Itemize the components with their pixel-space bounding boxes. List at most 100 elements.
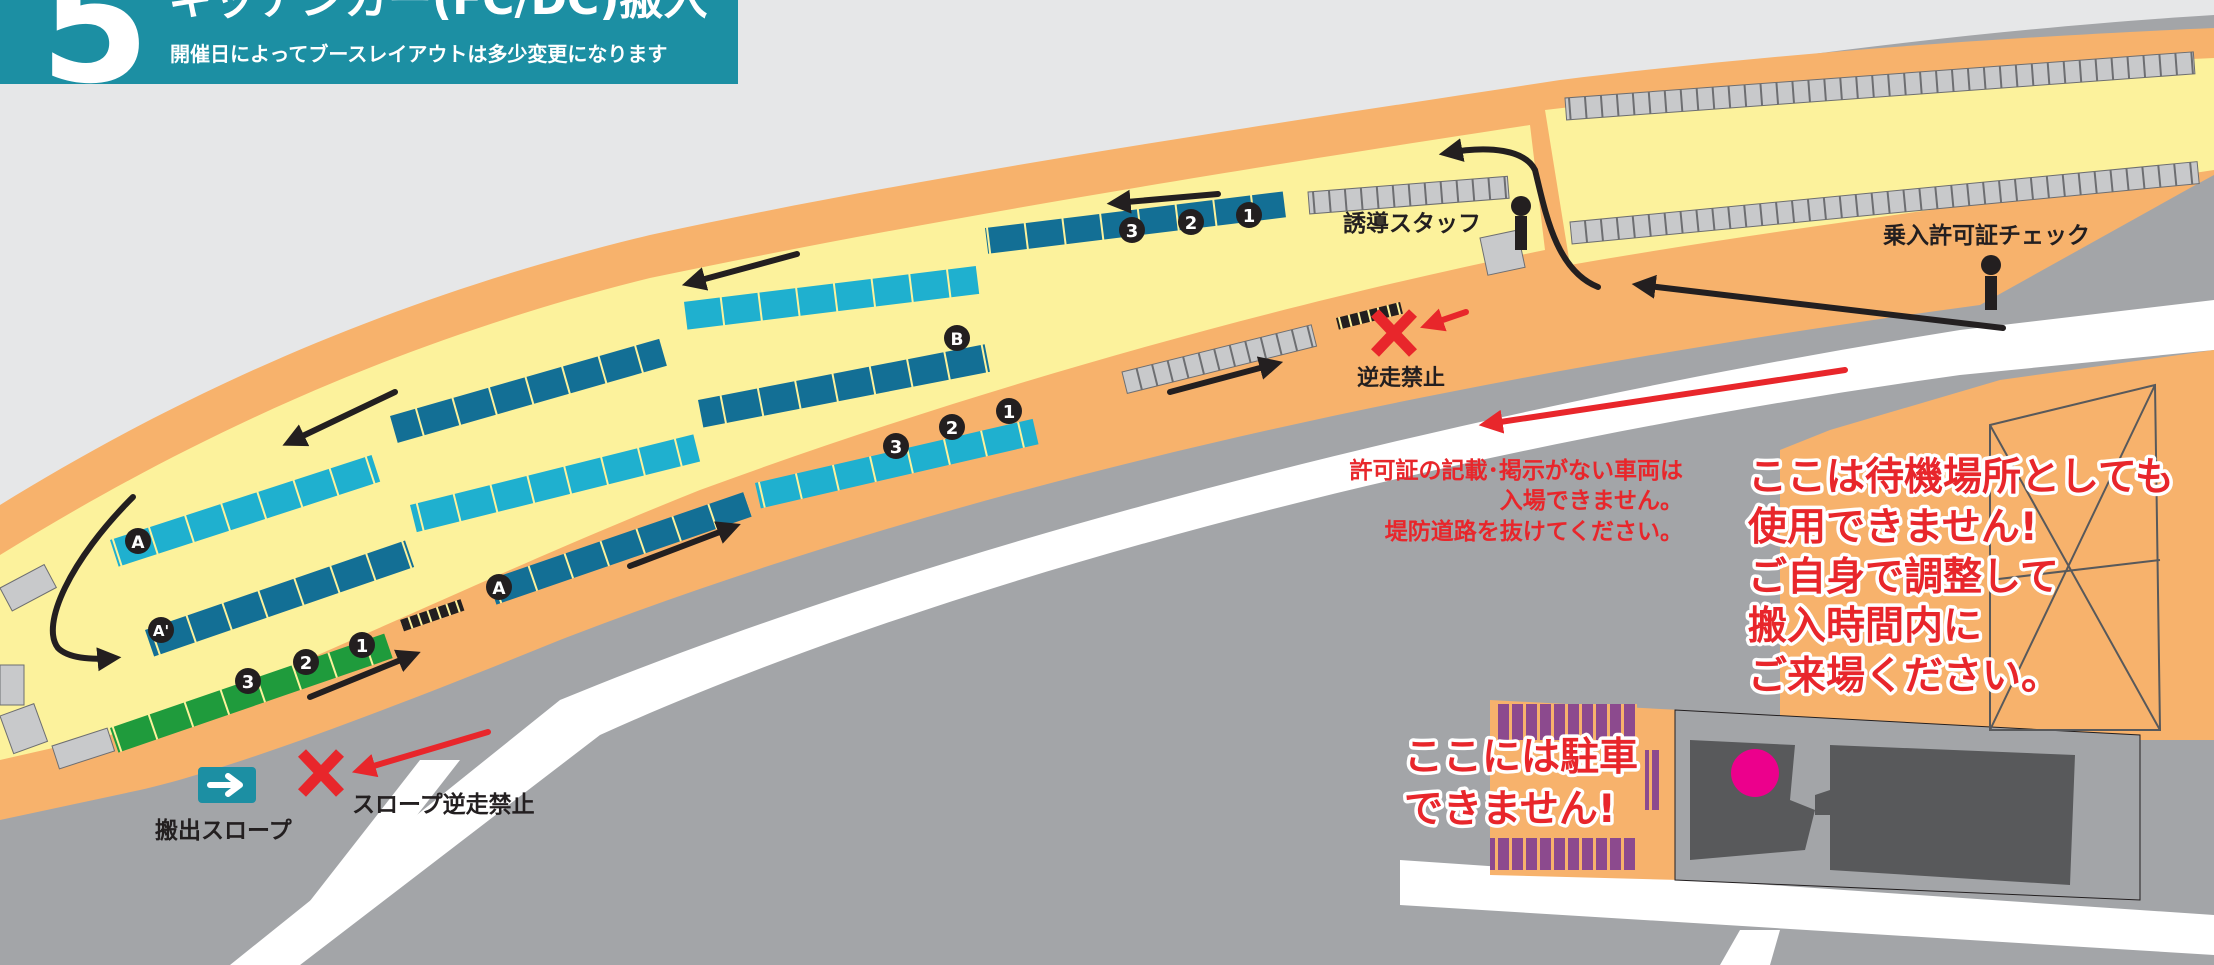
- staff-pin-permit: [1981, 255, 2001, 310]
- header-banner: 5 キッチンカー(FC/DC)搬入 開催日によってブースレイアウトは多少変更にな…: [0, 0, 738, 84]
- svg-text:2: 2: [300, 653, 313, 674]
- booth-row-mid-center: [410, 434, 701, 533]
- wrong-way-arrow: [1420, 308, 1469, 332]
- parking-stalls-bottom: [1490, 838, 1638, 870]
- badge-b: B: [944, 325, 970, 351]
- flow-arrow: [282, 389, 398, 447]
- svg-text:3: 3: [1126, 221, 1139, 242]
- badge-a-left: A: [125, 528, 151, 554]
- svg-text:搬入時間内に: 搬入時間内に: [1748, 604, 1982, 649]
- svg-text:入場できません。: 入場できません。: [1500, 488, 1683, 514]
- parking-lot: [1490, 700, 1680, 880]
- svg-text:使用できません!: 使用できません!: [1748, 505, 2038, 550]
- building-complex: [1674, 383, 2162, 901]
- flow-arrow: [681, 251, 800, 291]
- booth-row-mid-right: [698, 344, 990, 428]
- svg-text:ここは待機場所としても: ここは待機場所としても: [1748, 455, 2174, 500]
- booth-rows: [110, 191, 1403, 753]
- badge-row1-3: 3: [1119, 217, 1145, 243]
- booth-row-top-mid: [683, 266, 980, 330]
- flow-arrow: [627, 521, 741, 569]
- no-entry-cross: [1371, 309, 1417, 357]
- svg-text:1: 1: [1003, 402, 1016, 423]
- gray-stall: [0, 703, 49, 755]
- gray-stall: [0, 664, 25, 706]
- flow-arrow-entry: [1631, 274, 2006, 331]
- badge-row1-2: 2: [1178, 209, 1204, 235]
- waiting-lot: [1780, 350, 2214, 740]
- wrong-way-arrow: [1478, 367, 1848, 434]
- svg-text:B: B: [951, 330, 964, 350]
- slope-no-entry-cross: [298, 749, 344, 797]
- svg-text:堤防道路を抜けてください。: 堤防道路を抜けてください。: [1385, 518, 1683, 545]
- svg-text:1: 1: [1243, 206, 1256, 227]
- badge-row3-3: 3: [235, 668, 261, 694]
- gray-stall-row: [1564, 51, 2196, 121]
- badge-a-mid: A: [486, 574, 512, 600]
- svg-text:できません!: できません!: [1404, 787, 1616, 832]
- badge-row3-1: 1: [349, 632, 375, 658]
- svg-text:3: 3: [242, 672, 255, 693]
- road-bottom-branch: [1720, 930, 1780, 965]
- flow-arrows: [49, 138, 2006, 700]
- badge-a-prime: A': [148, 617, 174, 643]
- booth-row-top-left-a: [390, 338, 667, 443]
- guide-staff-label: 誘導スタッフ: [1343, 210, 1481, 237]
- wrong-way-arrow: [351, 729, 491, 778]
- booth-row-mid-left: [145, 540, 415, 657]
- map-labels: 誘導スタッフ 乗入許可証チェック 逆走禁止 搬出スロープ スロープ逆走禁止: [155, 210, 2090, 844]
- no-parking-notice: ここには駐車 できません!: [1401, 732, 1642, 836]
- gray-stall: [51, 727, 116, 770]
- building-block-left: [1690, 740, 1815, 860]
- no-reverse-label: 逆走禁止: [1357, 365, 1445, 391]
- permit-check-label: 乗入許可証チェック: [1883, 222, 2090, 249]
- road-branch: [260, 760, 460, 965]
- svg-text:A': A': [153, 622, 169, 640]
- svg-text:2: 2: [946, 418, 959, 439]
- badge-row1-1: 1: [1236, 202, 1262, 228]
- parking-stalls-left: [1645, 750, 1659, 810]
- badge-row3-2: 2: [293, 649, 319, 675]
- booth-row-top-left-b: [110, 455, 381, 567]
- gray-stall-row: [1121, 324, 1318, 394]
- building-block-right: [1815, 745, 2075, 885]
- section-number: 5: [40, 0, 150, 84]
- permit-notice: 許可証の記載･掲示がない車両は 入場できません。 堤防道路を抜けてください。: [1350, 457, 1684, 545]
- gray-stalls: [0, 51, 2200, 870]
- svg-text:A: A: [492, 579, 506, 599]
- svg-text:ここには駐車: ここには駐車: [1404, 735, 1638, 780]
- warning-arrows: [351, 308, 1848, 778]
- svg-text:A: A: [131, 533, 145, 553]
- badges: 1 2 3 1 2 3 1 2 3 A A' A B: [125, 202, 1262, 694]
- booth-row-low-right: [755, 418, 1039, 509]
- slope-no-reverse-label: スロープ逆走禁止: [352, 791, 535, 818]
- svg-text:ご自身で調整して: ご自身で調整して: [1748, 555, 2059, 600]
- svg-text:許可証の記載･掲示がない車両は: 許可証の記載･掲示がない車両は: [1350, 457, 1684, 484]
- flow-arrow-curve: [1438, 138, 1601, 290]
- gray-stall-row: [1307, 175, 1510, 215]
- page-title: キッチンカー(FC/DC)搬入: [168, 0, 707, 22]
- levee-road: [230, 300, 2214, 965]
- booth-row-black-right: [1335, 302, 1403, 330]
- exit-slope-label: 搬出スロープ: [155, 817, 293, 844]
- no-waiting-notice: ここは待機場所としても 使用できません! ご自身で調整して 搬入時間内に ご来場…: [1745, 452, 2178, 703]
- svg-text:ご来場ください。: ご来場ください。: [1748, 654, 2060, 699]
- flow-arrow: [1106, 189, 1221, 214]
- road-bottom: [1400, 860, 2214, 955]
- parking-stalls-top: [1497, 704, 1637, 740]
- location-dot: [1731, 749, 1779, 797]
- badge-row2-1: 1: [996, 398, 1022, 424]
- flow-arrow: [1167, 356, 1284, 395]
- svg-text:3: 3: [890, 437, 903, 458]
- staff-pin-guide: [1511, 196, 1531, 250]
- exit-slope-icon: [198, 767, 256, 803]
- booth-row-black-left: [400, 599, 465, 632]
- flow-arrow-uturn: [49, 494, 136, 672]
- svg-text:1: 1: [356, 636, 369, 657]
- badge-row2-2: 2: [939, 414, 965, 440]
- gray-stall: [0, 563, 58, 612]
- svg-text:2: 2: [1185, 213, 1198, 234]
- booth-row-low-center: [488, 492, 752, 605]
- gray-stall-row: [1569, 161, 2200, 245]
